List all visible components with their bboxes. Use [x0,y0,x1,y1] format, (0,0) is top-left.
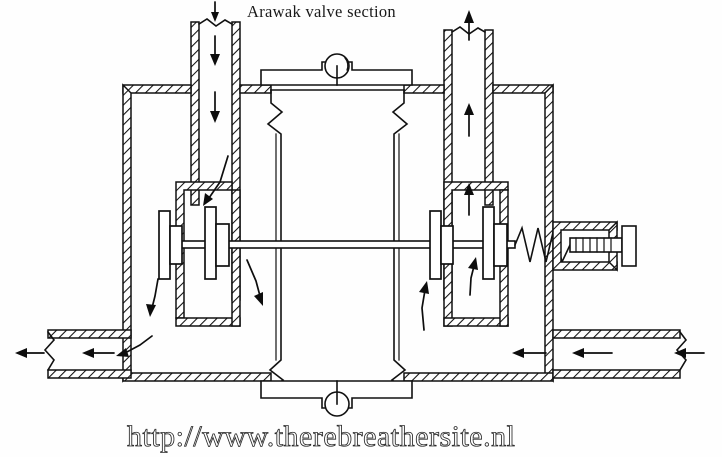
arrow-left-turn [116,335,153,357]
watermark-url: http://www.therebreathersite.nl [127,420,515,453]
valve-disc-2 [204,206,217,280]
arrow-left-curve-1 [203,155,229,206]
valve-disc-3 [429,210,442,280]
valve-disc-group-left [158,206,230,280]
arrow-left-outlet-2 [82,348,115,358]
arrow-right-in-2 [572,348,613,358]
valve-disc-1 [158,210,171,280]
arrow-right-in-1 [674,348,705,358]
arrow-left-curve-2 [146,278,159,317]
arrow-right-tube-2 [464,103,474,137]
left-hose-port [43,329,132,379]
arrow-left-outlet [15,348,45,358]
top-port-boss [260,53,413,86]
arrow-right-tube-1 [464,183,474,216]
arrow-right-up-2 [468,257,478,296]
arrow-left-tube-1 [210,35,220,66]
adjusting-knob [621,225,637,267]
adjusting-screw [569,237,623,253]
bottom-port-boss [260,380,413,417]
arrow-top-right-out [464,10,474,41]
arrow-left-tube-2 [210,91,220,123]
flow-arrows [15,1,705,358]
valve-disc-group-right [429,206,508,280]
valve-disc-4 [482,206,495,280]
figure-title: Arawak valve section [247,2,396,21]
left-inner-seat-wall [175,181,241,327]
spring-adjuster-assembly [513,220,637,272]
center-diaphragm-chamber [266,89,409,390]
valve-body-wall [122,83,554,383]
arrow-left-curve-3 [246,259,263,306]
arrow-right-up-1 [419,281,429,331]
arrow-top-left-in [211,1,219,22]
arrow-right-in-3 [512,348,547,358]
right-hose-port [552,329,688,379]
